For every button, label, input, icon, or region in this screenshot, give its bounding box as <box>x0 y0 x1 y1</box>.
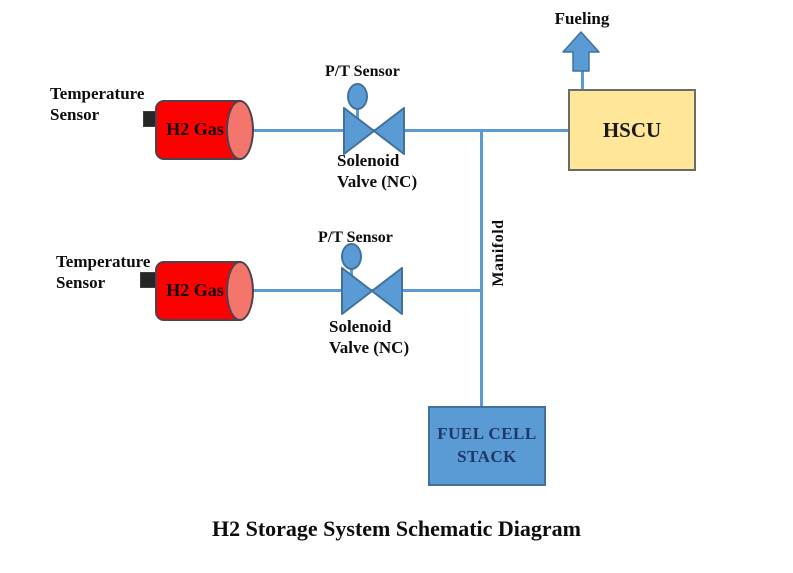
pt-sensor-stem-1 <box>356 105 359 125</box>
pt-sensor-label-2: P/T Sensor <box>318 229 393 246</box>
fueling-pipe-stem <box>581 70 584 90</box>
h2-tank-cap <box>226 261 254 321</box>
pt-sensor-bulb-icon <box>341 243 362 270</box>
solenoid-valve-label-2: Solenoid Valve (NC) <box>329 317 410 357</box>
temperature-sensor-label-1: Temperature Sensor <box>50 84 145 124</box>
h2-tank-cap <box>226 100 254 160</box>
pt-sensor-label-1: P/T Sensor <box>325 63 400 80</box>
manifold-label: Manifold <box>490 219 507 287</box>
tank-label-2: H2 Gas <box>166 280 224 300</box>
temperature-sensor-label-2: Temperature Sensor <box>56 252 151 292</box>
pipe-tank1-to-hscu <box>243 129 570 132</box>
hscu-label: HSCU <box>602 117 662 142</box>
valve-bowtie-icon <box>343 107 405 155</box>
fuel-cell-stack-box: FUEL CELL STACK <box>428 406 546 486</box>
pt-sensor-bulb-icon <box>347 83 368 110</box>
manifold-pipe <box>480 129 483 407</box>
tank-label-1: H2 Gas <box>166 119 224 139</box>
temperature-probe-icon <box>140 272 156 288</box>
fueling-arrow-up-icon <box>562 31 600 72</box>
diagram-title: H2 Storage System Schematic Diagram <box>211 516 582 541</box>
fueling-label: Fueling <box>554 9 610 28</box>
solenoid-valve-label-1: Solenoid Valve (NC) <box>337 151 418 191</box>
fuel-cell-stack-label: FUEL CELL STACK <box>437 424 537 466</box>
valve-bowtie-icon <box>341 267 403 315</box>
hscu-box: HSCU <box>568 89 696 171</box>
